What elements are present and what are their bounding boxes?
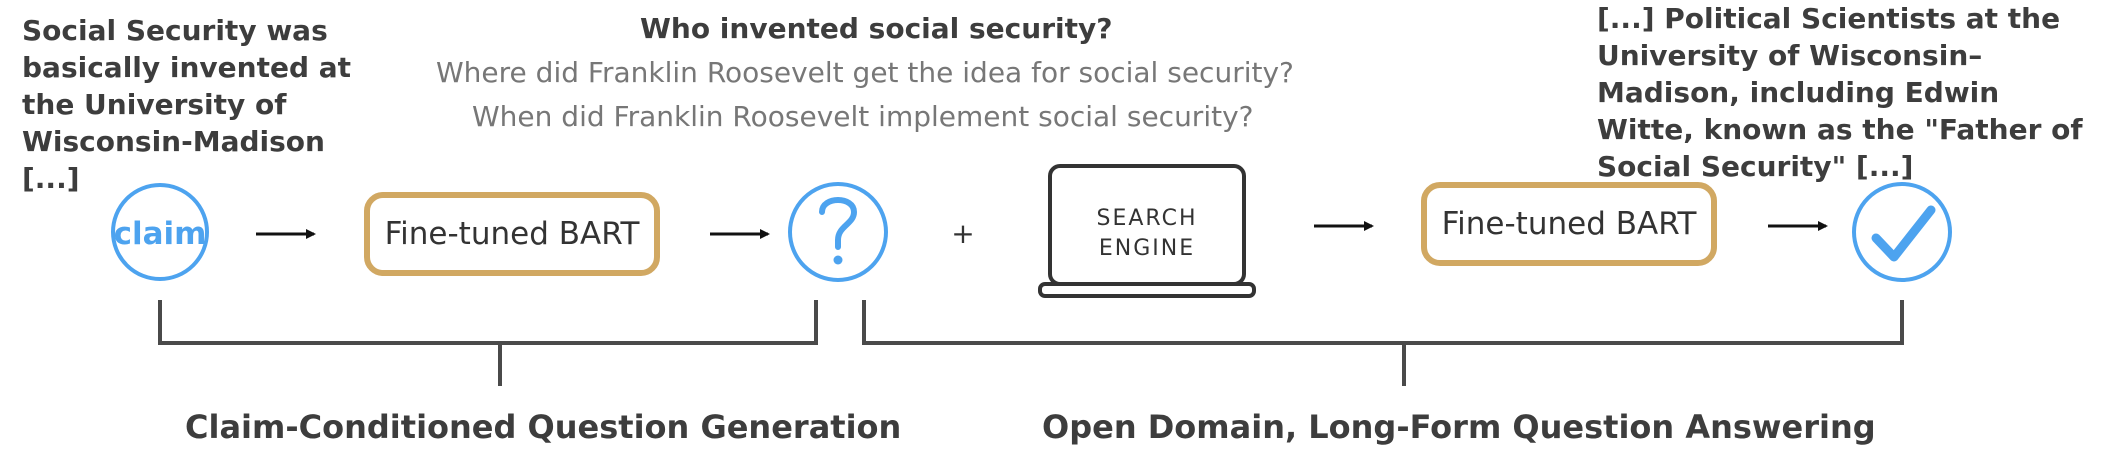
claim-icon: claim — [111, 183, 209, 281]
generated-question-primary: Who invented social security? — [640, 12, 1113, 45]
bart-box-question-generation: Fine-tuned BART — [364, 192, 660, 276]
section-label-question-answering: Open Domain, Long-Form Question Answerin… — [1042, 408, 1876, 446]
generated-question-alt-1: Where did Franklin Roosevelt get the ide… — [436, 56, 1294, 89]
bracket-question-generation — [158, 300, 818, 386]
question-icon — [788, 182, 888, 282]
claim-text: Social Security was basically invented a… — [22, 14, 352, 195]
bart-box-label-2: Fine-tuned BART — [1442, 206, 1698, 242]
section-label-question-generation: Claim-Conditioned Question Generation — [185, 408, 902, 446]
checkmark-icon — [1852, 182, 1952, 282]
search-engine-label-line2: ENGINE — [1099, 236, 1195, 261]
bart-box-label-1: Fine-tuned BART — [385, 216, 641, 252]
claim-icon-label: claim — [114, 216, 207, 252]
bracket-question-answering — [862, 300, 1904, 386]
plus-sign: + — [951, 217, 974, 250]
bart-box-question-answering: Fine-tuned BART — [1421, 182, 1717, 266]
answer-text: [...] Political Scientists at the Univer… — [1597, 2, 2083, 183]
search-engine-laptop-icon: SEARCH ENGINE — [1038, 164, 1256, 298]
search-engine-label-line1: SEARCH — [1096, 206, 1197, 231]
generated-question-alt-2: When did Franklin Roosevelt implement so… — [472, 100, 1254, 133]
